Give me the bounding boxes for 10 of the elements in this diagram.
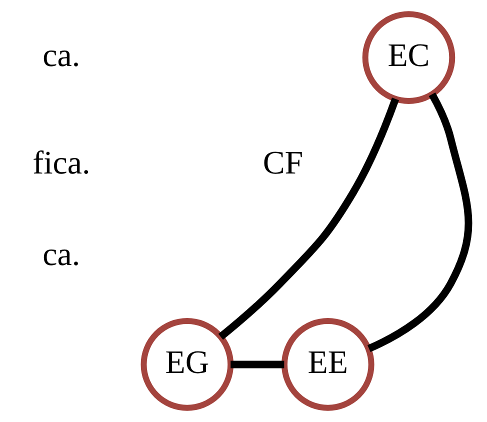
node-circle: EE xyxy=(281,318,374,411)
connector xyxy=(230,360,284,368)
label: CF xyxy=(262,146,304,182)
node-circle: EC xyxy=(362,11,456,104)
label: fica. xyxy=(32,146,90,182)
connector xyxy=(218,98,400,340)
node-circle: EG xyxy=(140,318,234,411)
connector xyxy=(367,92,472,352)
label: ca. xyxy=(42,237,80,274)
label: ca. xyxy=(42,38,80,74)
